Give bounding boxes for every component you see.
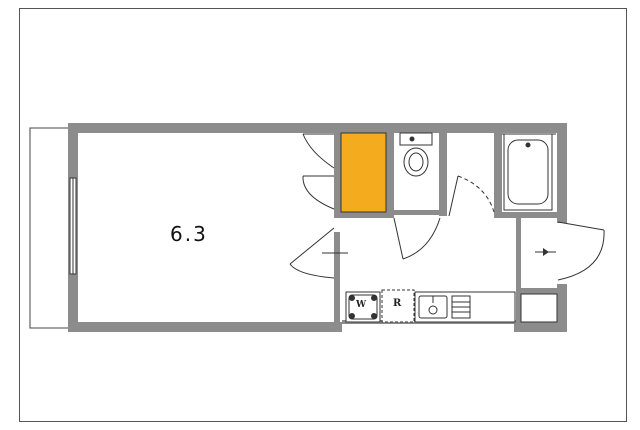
window (69, 177, 77, 275)
bath-door (448, 175, 495, 217)
kitchen-counter (414, 291, 516, 323)
drawing-frame (19, 8, 627, 422)
toilet (399, 132, 433, 177)
entrance-arrow (535, 248, 556, 256)
shoe-box (520, 293, 558, 323)
room-size-label: 6.3 (170, 222, 208, 246)
balcony (29, 127, 71, 329)
entrance-door (557, 221, 605, 281)
interior-walls (334, 130, 567, 324)
toilet-door (393, 217, 441, 260)
fridge-space (381, 289, 415, 323)
closet-doors (302, 133, 335, 210)
laundry-pan (345, 291, 381, 323)
bathtub (502, 133, 556, 211)
room-door (289, 227, 335, 279)
washer-label: W (356, 300, 367, 310)
fridge-label: R (393, 298, 402, 309)
closet (340, 132, 387, 213)
